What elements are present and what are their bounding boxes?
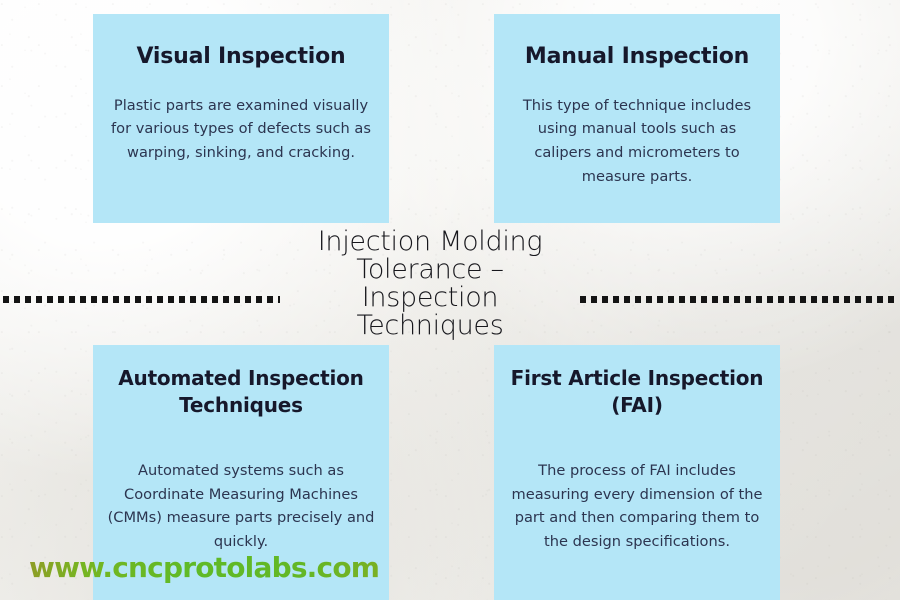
card-body: The process of FAI includes measuring ev… [511,462,763,550]
watermark-url: www.cncprotolabs.com [29,551,380,584]
card-title: Manual Inspection [524,44,750,69]
card-body: Automated systems such as Coordinate Mea… [107,462,375,550]
card-title: Automated Inspection Techniques [118,366,364,417]
page-title: Injection Molding Tolerance – Inspection… [317,226,543,342]
dotted-rule-left-icon [3,296,280,303]
card-body: Plastic parts are examined visually for … [111,96,371,161]
card-title: Visual Inspection [136,44,346,69]
card-automated-inspection-techniques: Automated Inspection Techniques Automate… [93,345,389,600]
card-visual-inspection: Visual Inspection Plastic parts are exam… [93,14,389,223]
dotted-rule-right-icon [580,296,897,303]
card-title: First Article Inspection (FAI) [510,366,764,417]
card-first-article-inspection: First Article Inspection (FAI) The proce… [494,345,780,600]
card-manual-inspection: Manual Inspection This type of technique… [494,14,780,223]
card-body: This type of technique includes using ma… [522,96,752,185]
